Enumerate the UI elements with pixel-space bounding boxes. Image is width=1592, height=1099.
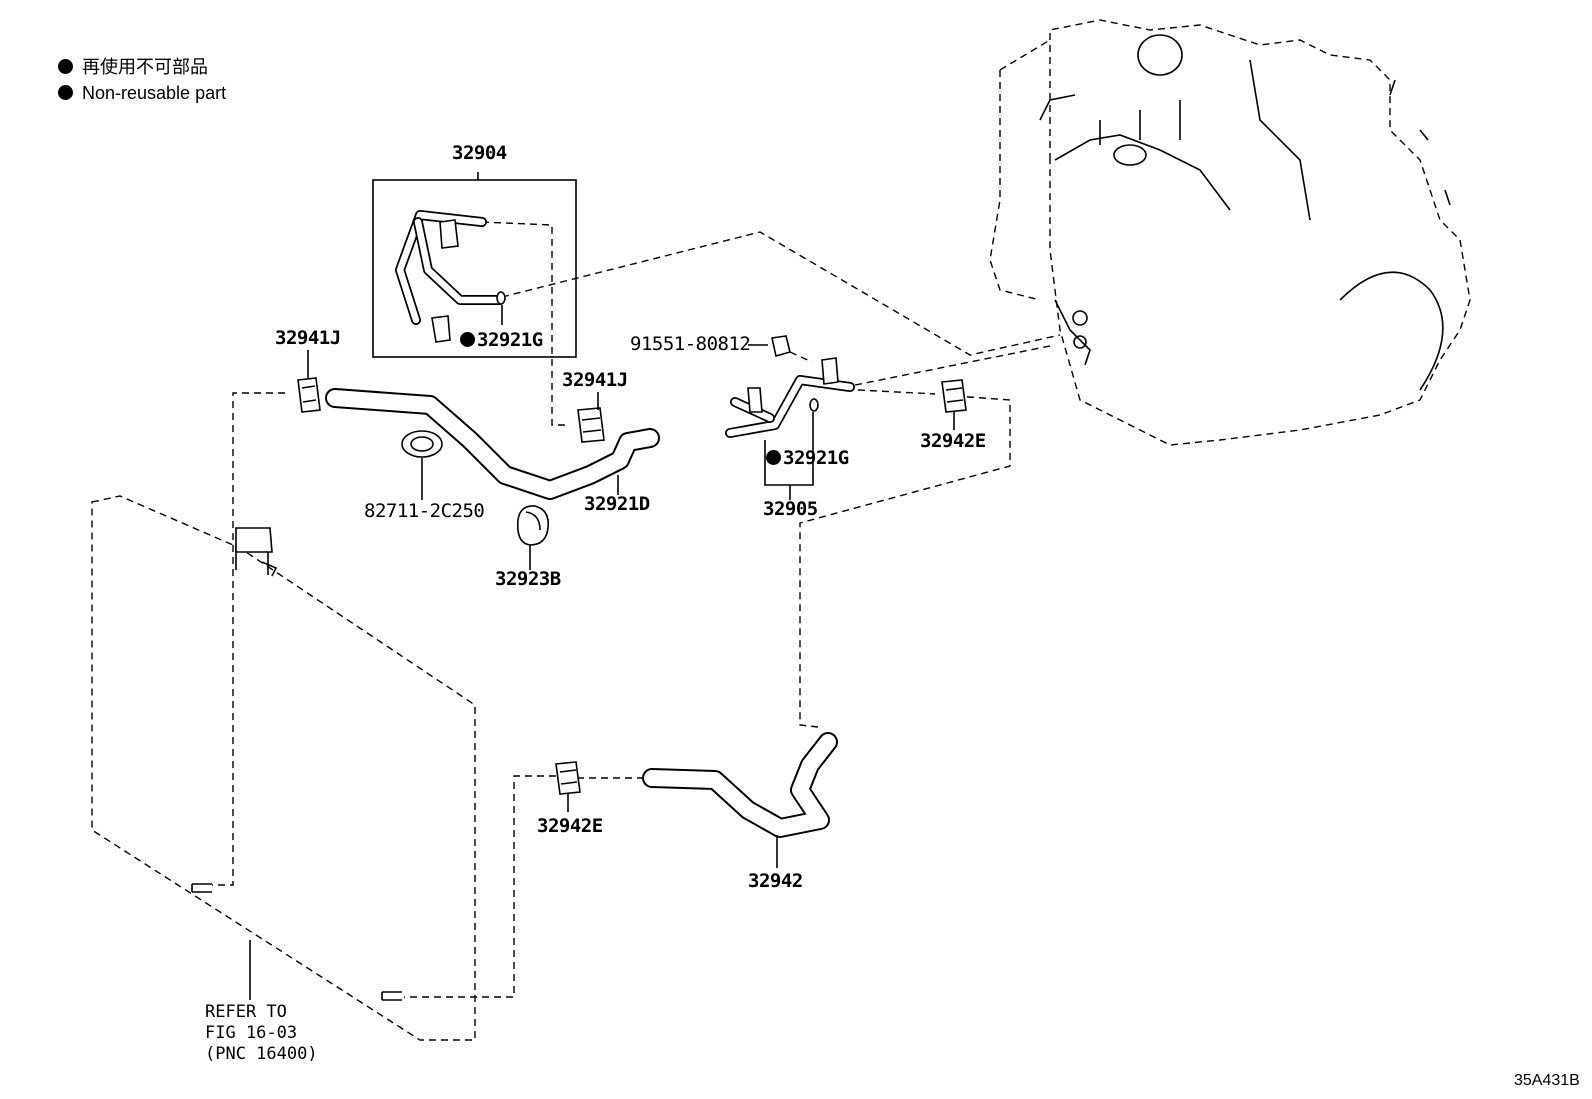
label-32921G-top[interactable]: 32921G	[460, 329, 543, 351]
hose-32942	[642, 732, 838, 868]
hose-32921D	[325, 388, 660, 500]
label-91551-80812[interactable]: 91551-80812	[630, 333, 751, 355]
filled-circle-icon	[766, 450, 781, 465]
label-32942[interactable]: 32942	[748, 870, 803, 892]
label-32905[interactable]: 32905	[763, 498, 818, 520]
filled-circle-icon	[460, 332, 475, 347]
label-32923B[interactable]: 32923B	[495, 568, 561, 590]
refer-note-line1: REFER TO	[205, 1002, 287, 1022]
label-32942E-right[interactable]: 32942E	[920, 430, 986, 452]
clamp-32941J-b	[577, 392, 605, 443]
legend-item-jp: 再使用不可部品	[58, 54, 226, 80]
label-32941J-left[interactable]: 32941J	[275, 327, 341, 349]
clamp-32941J-a	[297, 350, 321, 413]
transmission-outline	[989, 19, 1471, 446]
legend: 再使用不可部品 Non-reusable part	[58, 54, 226, 106]
refer-note[interactable]: REFER TO FIG 16-03 (PNC 16400)	[205, 1002, 318, 1065]
clamp-32942E-a	[941, 379, 967, 430]
legend-item-en: Non-reusable part	[58, 80, 226, 106]
label-32941J-right[interactable]: 32941J	[562, 369, 628, 391]
label-82711-2C250[interactable]: 82711-2C250	[364, 500, 485, 522]
filled-circle-icon	[58, 85, 73, 100]
clamp-32923B	[516, 505, 550, 570]
pipe-assembly-32904	[395, 210, 506, 343]
bolt-91551-80812	[748, 335, 813, 363]
clamp-32942E-b	[555, 761, 581, 812]
pipe-assembly-32905	[725, 357, 855, 500]
label-32904[interactable]: 32904	[452, 142, 507, 164]
label-32921D[interactable]: 32921D	[584, 493, 650, 515]
label-32921G-right[interactable]: 32921G	[766, 447, 849, 469]
refer-note-line2: FIG 16-03	[205, 1023, 298, 1043]
refer-note-line3: (PNC 16400)	[205, 1044, 318, 1064]
assembly-box-32904	[372, 179, 577, 358]
filled-circle-icon	[58, 59, 73, 74]
radiator-outline	[91, 495, 476, 1041]
label-32942E-left[interactable]: 32942E	[537, 815, 603, 837]
connection-lines	[212, 221, 1061, 998]
clamp-82711-2C250	[401, 430, 443, 500]
diagram-code: 35A431B	[1514, 1072, 1580, 1089]
